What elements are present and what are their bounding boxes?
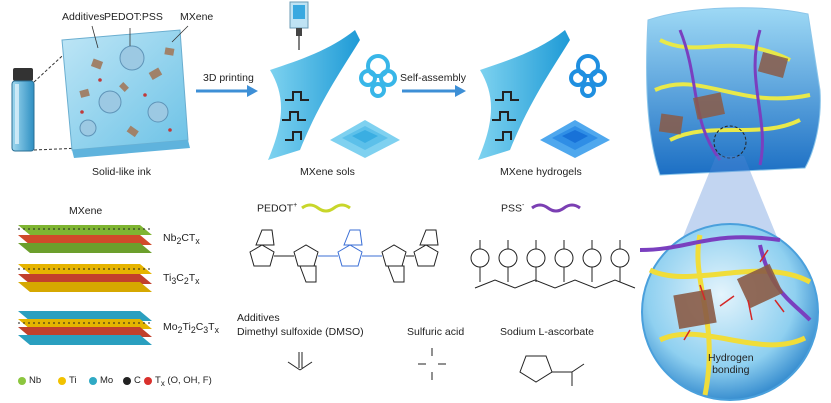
solid-like-ink-label: Solid-like ink (92, 166, 151, 178)
ascorbate-structure (519, 355, 585, 386)
mxene-ti3c2tx-layers (18, 264, 152, 292)
sulfuric-acid-label: Sulfuric acid (407, 326, 465, 338)
sols-ribbon (268, 30, 360, 160)
tx-legend-label: Tx (O, OH, F) (155, 375, 212, 388)
mxene-top-label: MXene (180, 11, 214, 23)
ascorbate-label: Sodium L-ascorbate (500, 326, 594, 338)
ti3c2tx-formula: Ti3C2Tx (163, 272, 200, 287)
mxene-hydrogels-label: MXene hydrogels (500, 166, 582, 178)
sols-pyramid-icon (330, 120, 400, 158)
ink-cube (61, 29, 190, 158)
dmso-structure (287, 352, 313, 371)
hydrogels-ribbon (478, 30, 570, 160)
printing-arrow-label: 3D printing (203, 72, 254, 84)
ti-legend-dot (58, 377, 66, 385)
sols-knot-icon (359, 54, 397, 98)
hydrogels-knot-icon (569, 54, 607, 98)
hydrogels-pyramid-icon (540, 120, 610, 158)
mxene-mo2ti2c3tx-layers (18, 311, 152, 345)
ti-legend-label: Ti (69, 375, 77, 386)
pss-structure (470, 240, 636, 289)
sulfuric-acid-structure (418, 348, 446, 380)
mxene-nb2ctx-layers (18, 225, 152, 253)
pedot-pss-label: PEDOT:PSS (104, 11, 163, 23)
mo2ti2c3tx-formula: Mo2Ti2C3Tx (163, 321, 219, 336)
nb-legend-dot (18, 377, 26, 385)
self-assembly-arrow (402, 85, 466, 97)
pedot-squiggle (301, 203, 351, 213)
pedot-label: PEDOT+ (257, 202, 298, 215)
dmso-label: Dimethyl sulfoxide (DMSO) (237, 326, 364, 338)
c-legend-dot (123, 377, 131, 385)
zoom-sphere (639, 223, 819, 401)
tx-legend-dot (144, 377, 152, 385)
mo-legend-label: Mo (100, 375, 114, 386)
syringe-icon (289, 1, 309, 50)
vial-icon (11, 68, 35, 152)
additives-title: Additives (237, 312, 280, 324)
nb2ctx-formula: Nb2CTx (163, 232, 200, 247)
mo-legend-dot (89, 377, 97, 385)
nb-legend-label: Nb (29, 375, 42, 386)
self-assembly-arrow-label: Self-assembly (400, 72, 466, 84)
pss-squiggle (531, 203, 581, 213)
hydrogel-block (646, 7, 821, 176)
pss-label: PSS- (501, 202, 525, 215)
additives-label: Additives (62, 11, 105, 23)
printing-arrow (196, 85, 258, 97)
pedot-structure (249, 229, 439, 283)
c-legend-label: C (134, 375, 141, 386)
mxene-sols-label: MXene sols (300, 166, 355, 178)
hydrogen-bonding-label: Hydrogen bonding (708, 352, 754, 376)
mxene-panel-title: MXene (69, 205, 103, 217)
